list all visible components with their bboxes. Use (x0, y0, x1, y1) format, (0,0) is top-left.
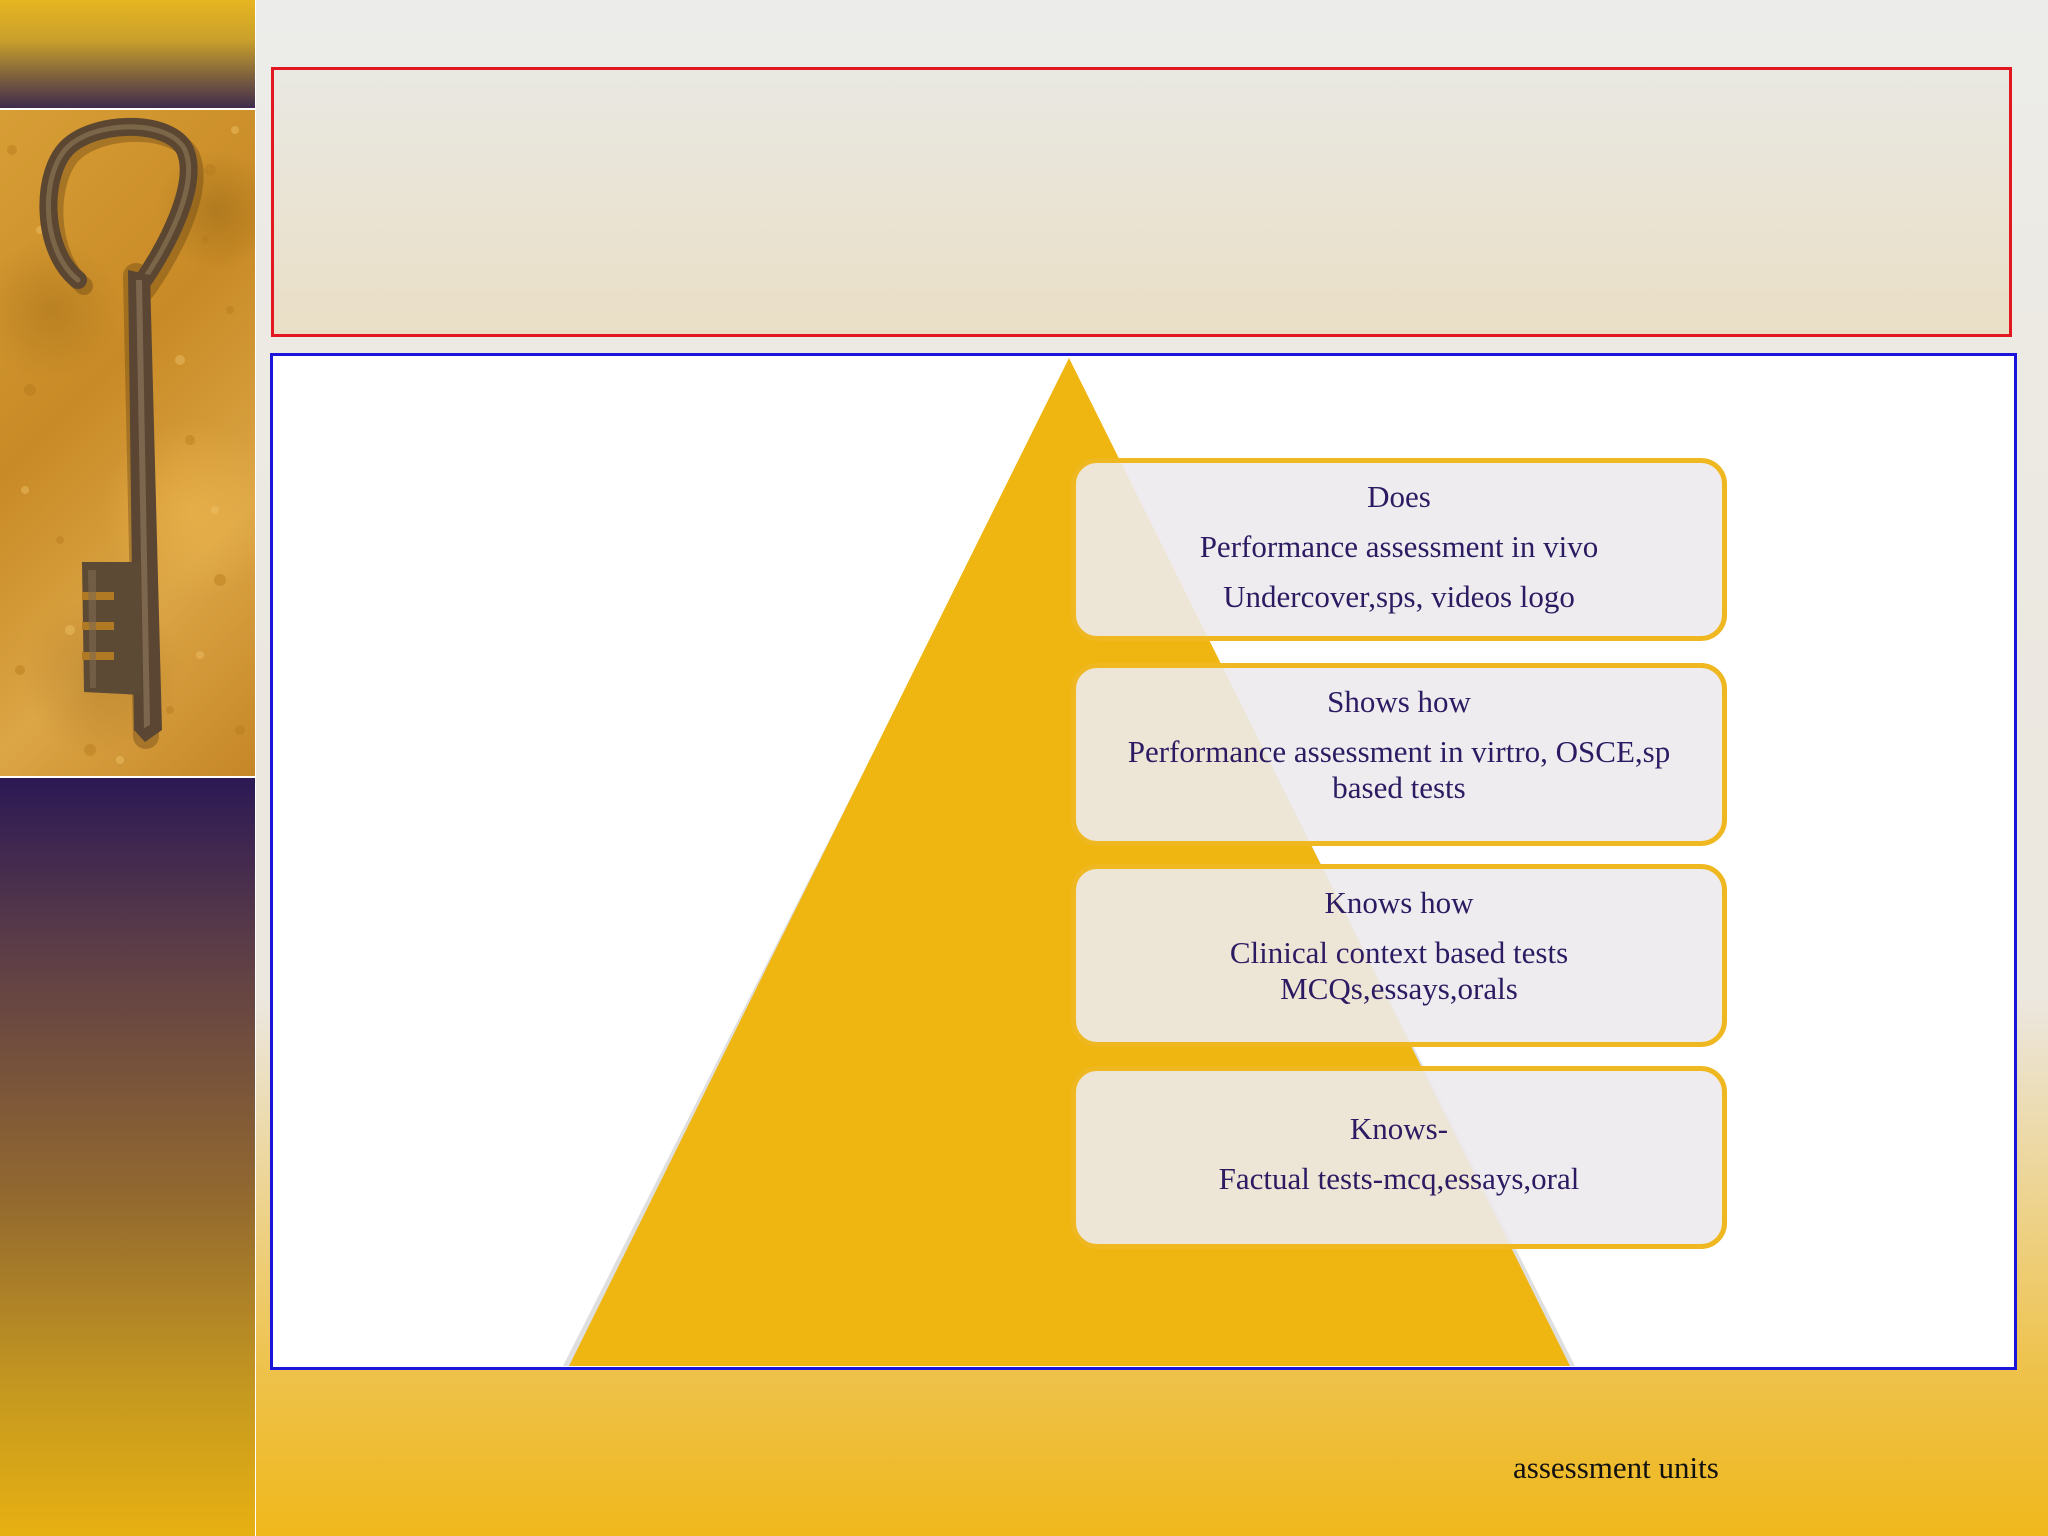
level-description: Undercover,sps, videos logo (1223, 579, 1575, 614)
left-bottom-gradient-band (0, 778, 255, 1536)
pyramid-level-knows: Knows- Factual tests-mcq,essays,oral (1071, 1066, 1727, 1249)
key-photo (0, 110, 255, 776)
left-decor-column (0, 0, 256, 1536)
level-description: Factual tests-mcq,essays,oral (1218, 1161, 1580, 1196)
pyramid-level-does: Does Performance assessment in vivo Unde… (1071, 458, 1727, 641)
level-description: Performance assessment in virtro, OSCE,s… (1127, 734, 1671, 805)
level-description: Clinical context based tests MCQs,essays… (1229, 935, 1569, 1006)
pyramid-level-shows-how: Shows how Performance assessment in virt… (1071, 663, 1727, 846)
level-title: Does (1367, 479, 1431, 514)
title-placeholder-box (271, 67, 2012, 337)
level-title: Knows how (1324, 885, 1474, 920)
left-top-gradient-band (0, 0, 255, 108)
footer-label: assessment units (1513, 1450, 1719, 1485)
pyramid-level-knows-how: Knows how Clinical context based tests M… (1071, 864, 1727, 1047)
key-icon (7, 117, 245, 764)
level-title: Shows how (1327, 684, 1471, 719)
level-title: Knows- (1349, 1111, 1449, 1146)
content-area: Does Performance assessment in vivo Unde… (270, 353, 2017, 1370)
level-description: Performance assessment in vivo (1199, 529, 1599, 564)
